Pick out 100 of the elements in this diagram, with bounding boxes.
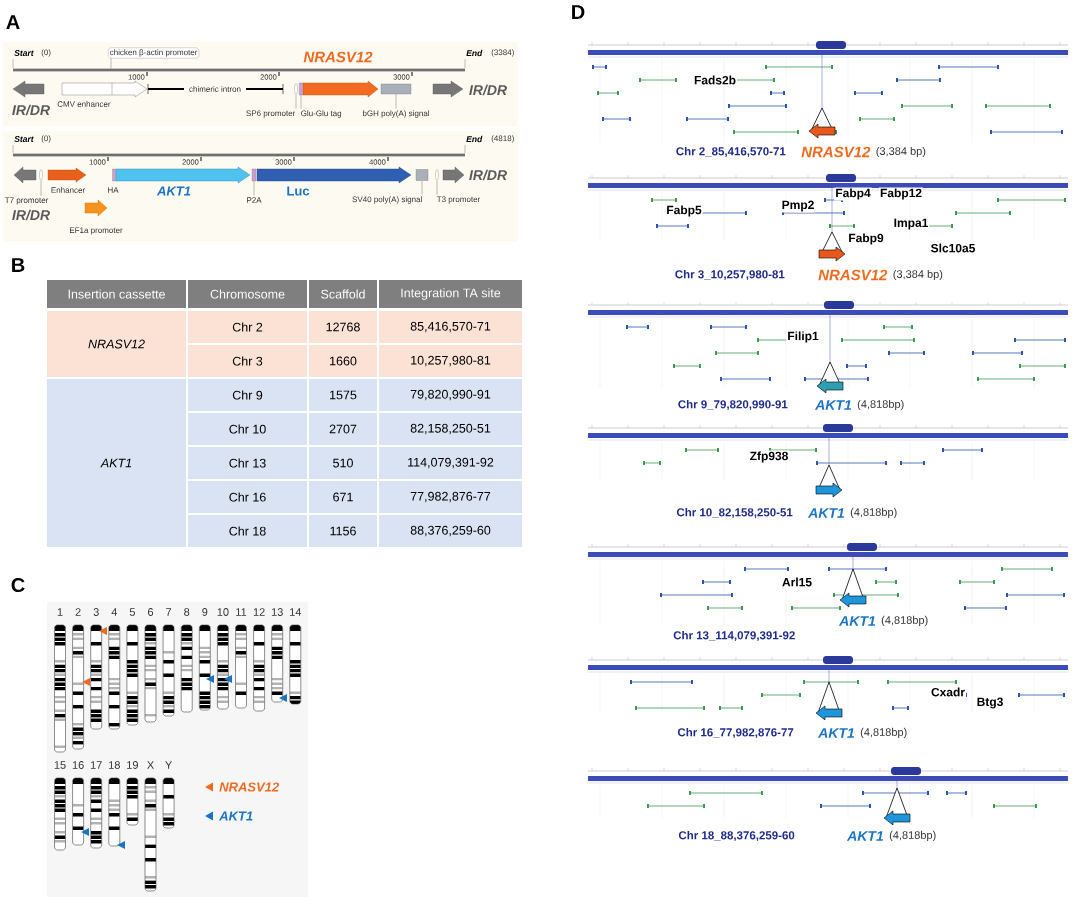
leader-line <box>421 180 423 195</box>
cassette-label: AKT1 <box>817 728 854 738</box>
table-cell: 2707 <box>309 413 377 445</box>
chromosome-number: 11 <box>236 608 247 616</box>
table-cell: AKT1 <box>47 379 186 547</box>
gene-label: Filip1 <box>786 330 820 344</box>
table-cell: Chr 2 <box>188 311 307 343</box>
table-header-cell: Integration TA site <box>379 280 522 308</box>
table-header-cell: Chromosome <box>188 280 307 308</box>
gene-label: Slc10a5 <box>929 242 977 254</box>
leader-line <box>300 95 302 109</box>
promoter-mark <box>294 83 298 95</box>
gene-label: Arl15 <box>781 576 813 588</box>
tag-mark <box>251 168 257 182</box>
gene-label: Zfp938 <box>748 450 790 464</box>
size-label: (3,384 bp) <box>876 146 926 158</box>
gene-label: Fabp4 <box>834 187 872 201</box>
leader-line <box>395 94 397 109</box>
locus-caption: Chr 3_10,257,980-81 <box>675 269 785 281</box>
table-cell: 671 <box>309 481 377 513</box>
map-end-label: Start <box>14 50 34 56</box>
map-end-label: Start <box>14 136 34 142</box>
legend-label: NRASV12 <box>219 782 280 792</box>
locus-caption: Chr 9_79,820,990-91 <box>678 399 788 411</box>
tag-mark <box>299 82 303 96</box>
table-cell: Chr 9 <box>188 379 307 411</box>
gene-label: Fads2b <box>693 74 737 86</box>
feature-label: T3 promoter <box>436 196 481 204</box>
chromosome-number: 17 <box>90 761 102 769</box>
table-cell: 82,158,250-51 <box>379 413 522 445</box>
promoter-mark <box>435 169 439 181</box>
size-label: (4,818bp) <box>889 830 936 842</box>
chromosome-number: 12 <box>253 608 265 616</box>
chromosome-number: 9 <box>202 608 208 616</box>
feature-label: CMV enhancer <box>57 101 111 107</box>
map-end-label: End <box>466 135 483 143</box>
table-cell: Chr 3 <box>188 345 307 377</box>
chromosome-number: 14 <box>290 608 302 616</box>
feature-label: SP6 promoter <box>246 110 296 118</box>
table-cell: 79,820,990-91 <box>379 379 522 411</box>
size-label: (4,818bp) <box>857 399 904 411</box>
map-position: (4818) <box>491 135 514 143</box>
gene-label: Impa1 <box>892 217 930 231</box>
chromosome-number: Y <box>165 761 173 769</box>
panel-letter: D <box>572 5 585 19</box>
feature-label: IR/DR <box>12 209 50 221</box>
chromosome-number: 1 <box>57 608 63 616</box>
locus-caption: Chr 13_114,079,391-92 <box>673 630 795 642</box>
gene-label: Cxadr <box>930 686 966 698</box>
table-cell: 12768 <box>309 311 377 343</box>
chromosome-number: X <box>147 761 154 769</box>
table-header-cell: Scaffold <box>309 280 377 308</box>
feature-label: P2A <box>247 197 262 203</box>
locus-caption: Chr 10_82,158,250-51 <box>676 507 793 519</box>
leader-line <box>40 180 42 196</box>
gene-label: Fabp9 <box>847 232 885 246</box>
table-header-cell: Insertion cassette <box>47 280 186 308</box>
chromosome-number: 3 <box>93 608 99 616</box>
map-position: (3384) <box>491 49 514 57</box>
table-cell: 10,257,980-81 <box>379 345 522 377</box>
feature-label: Glu-Glu tag <box>301 110 342 118</box>
chromosome-number: 15 <box>54 761 66 769</box>
table-cell: Chr 18 <box>188 515 307 547</box>
feature-label: IR/DR <box>469 169 507 181</box>
leader-line <box>253 181 255 196</box>
chromosome-number: 16 <box>72 761 84 769</box>
cassette-label: NRASV12 <box>818 269 888 281</box>
table-cell: NRASV12 <box>47 311 186 377</box>
leader-line <box>295 94 297 109</box>
feature-label: T7 promoter <box>4 197 49 205</box>
feature-label: Enhancer <box>51 187 85 193</box>
chromosome-number: 8 <box>184 608 190 616</box>
table-cell: 510 <box>309 447 377 479</box>
table-cell: 88,376,259-60 <box>379 515 522 547</box>
leader-line <box>436 180 438 195</box>
table-cell: 1156 <box>309 515 377 547</box>
table-cell: Chr 10 <box>188 413 307 445</box>
gene-label: Btg3 <box>975 696 1005 710</box>
feature-label: Luc <box>287 186 310 196</box>
map-position: (0) <box>41 49 51 57</box>
cassette-label: NRASV12 <box>801 146 871 158</box>
table-cell: 1660 <box>309 345 377 377</box>
size-label: (4,818bp) <box>850 507 897 519</box>
chromosome-number: 4 <box>111 608 118 616</box>
locus-caption: Chr 2_85,416,570-71 <box>676 146 786 158</box>
gene-label: Pmp2 <box>780 199 816 213</box>
legend-label: AKT1 <box>218 811 253 821</box>
size-label: (4,818bp) <box>860 727 907 739</box>
chromosome-number: 2 <box>75 608 81 616</box>
table-cell: 114,079,391-92 <box>379 447 522 479</box>
signal-box <box>380 83 412 95</box>
cassette-label: AKT1 <box>838 616 875 626</box>
feature-label: SV40 poly(A) signal <box>352 196 422 204</box>
panel-letter: B <box>12 258 25 272</box>
map-position: (0) <box>41 135 51 143</box>
panel-letter: A <box>6 15 20 29</box>
feature-label: IR/DR <box>469 84 507 96</box>
cassette-label: AKT1 <box>846 831 883 841</box>
locus-caption: Chr 18_88,376,259-60 <box>678 830 795 842</box>
chromosome-number: 13 <box>271 608 283 616</box>
